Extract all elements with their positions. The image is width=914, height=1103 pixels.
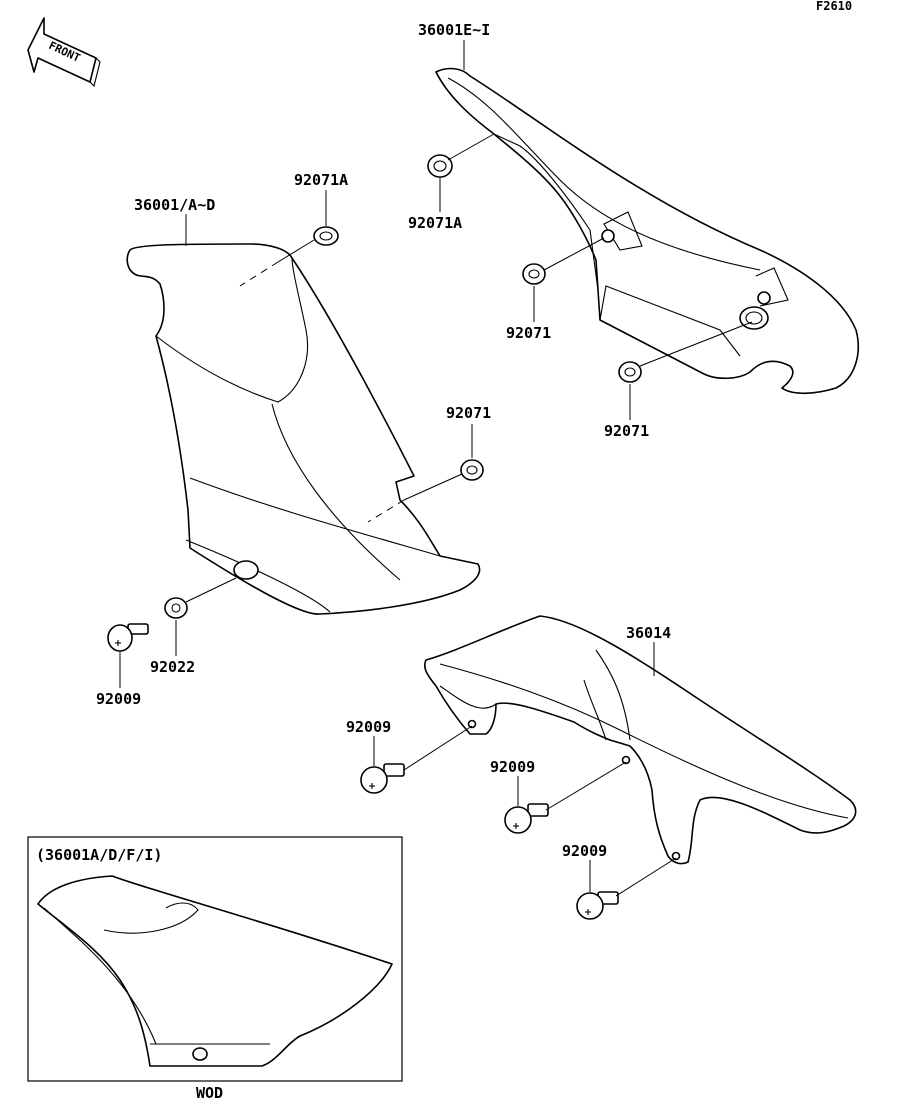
grommet-icon — [522, 263, 546, 285]
callout-92009-c: 92009 — [562, 842, 607, 860]
callout-92071a-top: 92071A — [294, 171, 348, 189]
inset-caption: WOD — [196, 1084, 223, 1102]
callout-92022: 92022 — [150, 658, 195, 676]
callout-92009-b: 92009 — [490, 758, 535, 776]
callout-92071a-left: 92071A — [408, 214, 462, 232]
assembly-lines — [185, 133, 753, 897]
callout-36014: 36014 — [626, 624, 671, 642]
callout-92071-right: 92071 — [604, 422, 649, 440]
grommet-icon — [618, 361, 642, 383]
callout-36001e-i: 36001E~I — [418, 21, 490, 39]
callout-92071-upper: 92071 — [506, 324, 551, 342]
bolt-icon — [107, 623, 149, 652]
chain-cover — [423, 615, 857, 865]
inset-panel: (36001A/D/F/I) WOD — [27, 836, 403, 1102]
bolt-icon — [360, 763, 405, 794]
callout-92009-left: 92009 — [96, 690, 141, 708]
grommet-icon — [460, 459, 484, 481]
side-cover-left — [126, 243, 481, 615]
collar-icon — [164, 597, 188, 619]
front-arrow-icon: FRONT — [27, 17, 101, 88]
bolt-icon — [504, 803, 549, 834]
grommet-icon — [313, 226, 339, 246]
side-cover-right — [435, 67, 859, 395]
callout-36001-a-d: 36001/A~D — [134, 196, 215, 214]
callout-92009-a: 92009 — [346, 718, 391, 736]
figure-code: F2610 — [816, 0, 852, 13]
leader-lines — [119, 40, 655, 892]
inset-title: (36001A/D/F/I) — [36, 846, 162, 864]
grommet-icon — [427, 154, 453, 178]
bolt-icon — [576, 891, 619, 920]
callout-92071-mid: 92071 — [446, 404, 491, 422]
